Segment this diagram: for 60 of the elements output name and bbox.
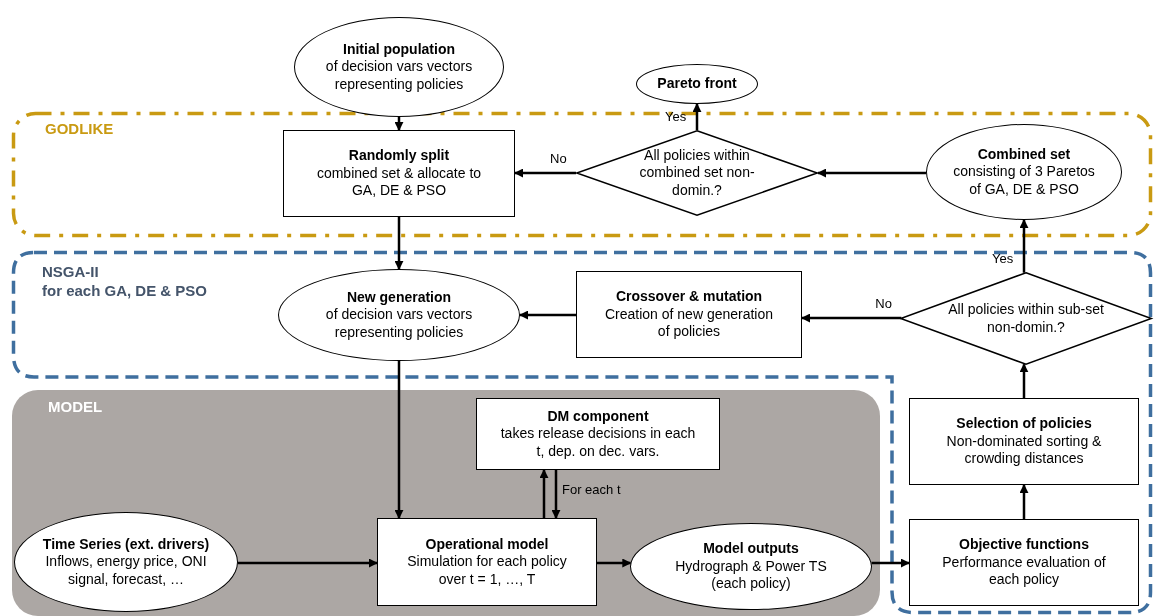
region-subtitle: for each GA, DE & PSO <box>42 282 208 300</box>
arrow <box>519 310 576 320</box>
edge-label: For each t <box>562 482 621 497</box>
node-description: consisting of 3 Paretos of GA, DE & PSO <box>952 163 1096 199</box>
decision-question: All policies within sub-set non-domin.? <box>947 301 1105 336</box>
node-description: Inflows, energy price, ONI signal, forecast, … <box>44 553 208 589</box>
process-box <box>576 271 802 358</box>
node-heading: Time Series (ext. drivers) <box>42 535 210 554</box>
edge-label: Yes <box>665 109 687 124</box>
arrow <box>817 168 926 178</box>
arrow <box>1019 219 1029 273</box>
process-box <box>476 398 720 470</box>
arrow <box>539 469 549 518</box>
node-heading: DM component <box>547 407 649 426</box>
arrow <box>514 168 576 178</box>
edge-label: No <box>875 296 892 311</box>
node-description: Hydrograph & Power TS (each policy) <box>674 557 828 593</box>
node-heading: Model outputs <box>703 540 799 558</box>
group-region <box>12 112 1152 237</box>
arrow <box>394 361 404 519</box>
group-region <box>12 390 880 616</box>
arrow <box>238 558 378 568</box>
arrow <box>1019 484 1029 519</box>
edge-label: Yes <box>992 250 1014 266</box>
node-description: Simulation for each policy over t = 1, …, T <box>406 553 568 589</box>
node-heading: Initial population <box>343 40 455 59</box>
node-description: of decision vars vectors representing policies <box>324 58 474 94</box>
node-heading: Randomly split <box>348 147 450 165</box>
region-label: MODEL <box>48 398 103 416</box>
node-heading: New generation <box>346 288 452 307</box>
node-description: Performance evaluation of each policy <box>941 553 1107 589</box>
node-description: takes release decisions in each t, dep. on dec. vars. <box>500 425 696 461</box>
arrow <box>551 470 561 519</box>
arrow <box>394 117 404 131</box>
process-box <box>909 519 1139 606</box>
region-label: GODLIKE <box>45 120 114 138</box>
node-heading: Objective functions <box>959 536 1089 554</box>
node-description: combined set & allocate to GA, DE & PSO <box>315 164 483 200</box>
arrow <box>801 313 902 323</box>
arrow <box>871 558 910 568</box>
process-box <box>283 130 515 217</box>
decision-diamond <box>576 130 818 216</box>
node-heading: Crossover & mutation <box>615 288 763 306</box>
node-heading: Selection of policies <box>956 415 1092 433</box>
node-description: Non-dominated sorting & crowding distances <box>945 432 1103 468</box>
node-heading: Combined set <box>977 145 1071 164</box>
arrow <box>1019 363 1029 398</box>
edge-label: No <box>550 151 567 166</box>
node-description: of decision vars vectors representing policies <box>324 306 474 342</box>
arrow <box>394 217 404 270</box>
decision-diamond <box>900 272 1152 365</box>
region-label: NSGA-II <box>42 263 99 281</box>
node-heading: Pareto front <box>657 75 737 93</box>
process-box <box>377 518 597 606</box>
node-heading: Operational model <box>425 535 549 554</box>
decision-question: All policies within combined set non-domin.? <box>638 146 756 200</box>
arrow <box>597 558 632 568</box>
process-box <box>909 398 1139 485</box>
arrow <box>692 103 702 130</box>
node-description: Creation of new generation of policies <box>604 305 774 341</box>
